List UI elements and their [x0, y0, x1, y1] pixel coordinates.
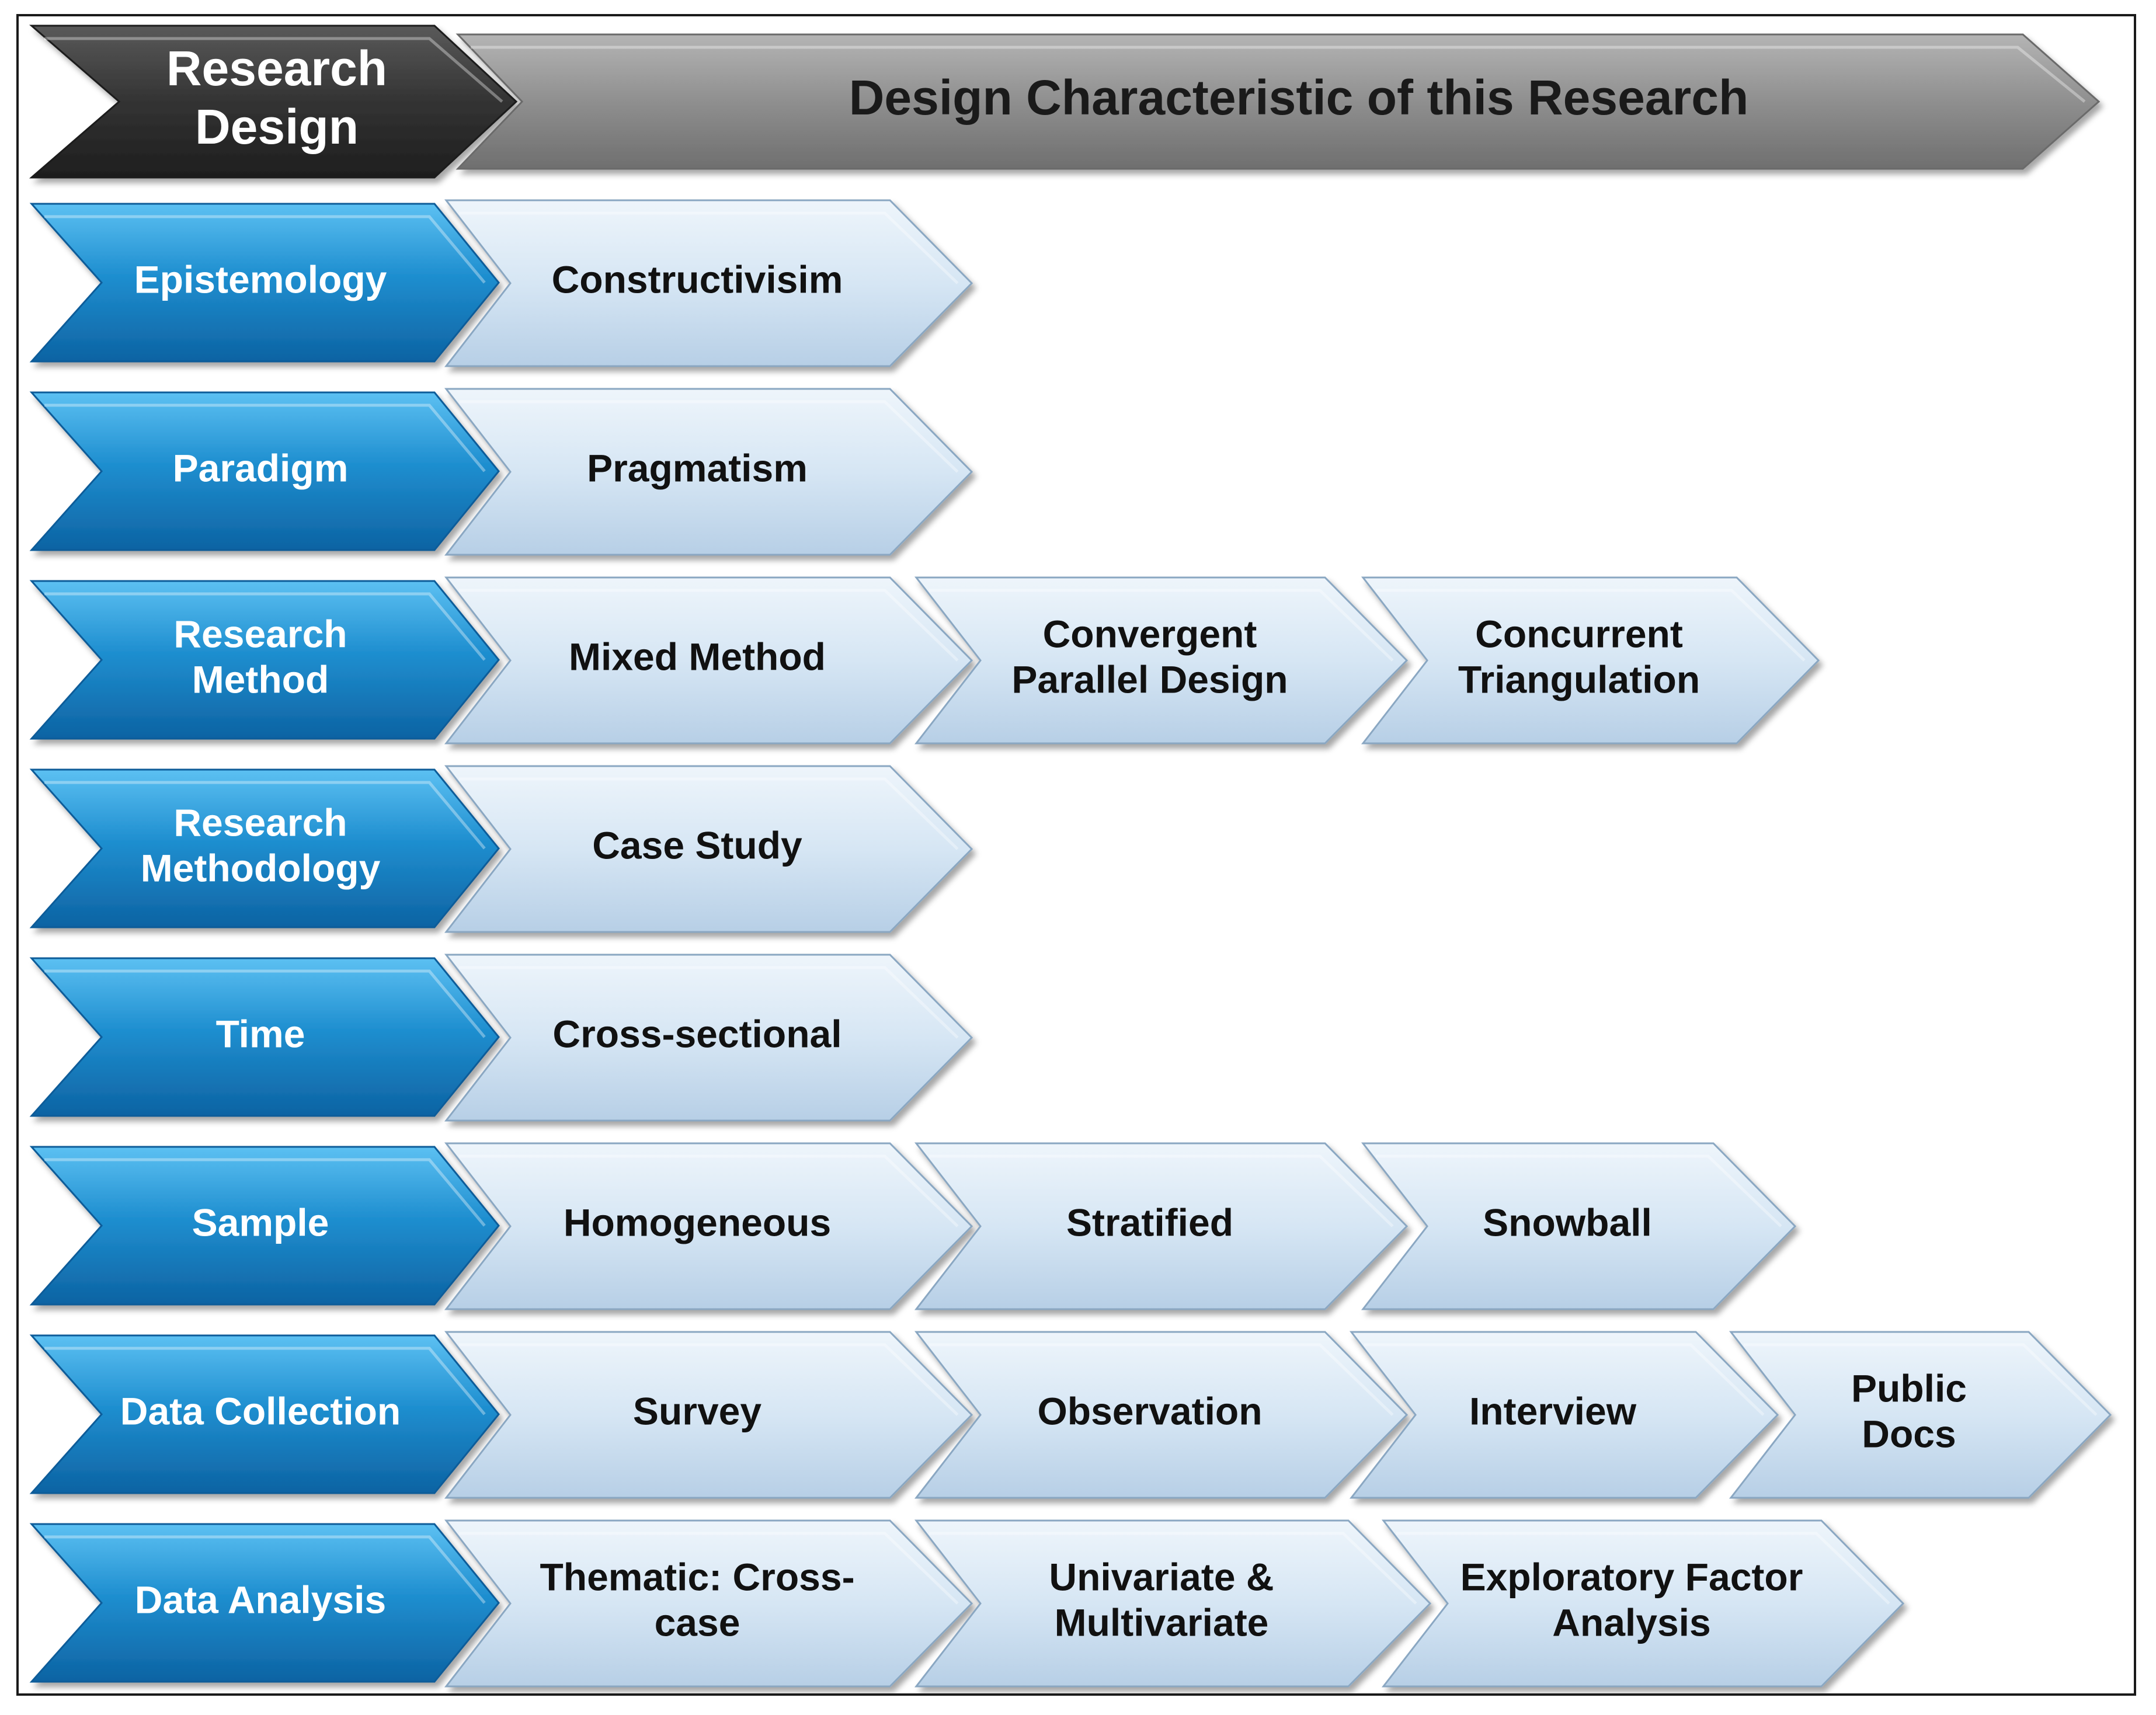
category-arrow-0: [29, 203, 500, 363]
value-arrow-7-2: [1381, 1519, 1905, 1688]
value-label-6-3-line: Public: [1851, 1366, 1967, 1410]
value-label-3-0-line: Case Study: [592, 823, 802, 867]
value-label-6-3-line: Docs: [1862, 1412, 1956, 1455]
value-label-7-1-line: Univariate &: [1049, 1555, 1274, 1598]
category-label-2-line: Method: [192, 658, 329, 701]
value-label-3-0: Case Study: [592, 823, 802, 867]
value-arrow-7-1: [914, 1519, 1432, 1688]
value-arrow-6-0: [444, 1331, 973, 1499]
value-arrow-5-2: [1361, 1142, 1797, 1310]
category-label-5-line: Sample: [192, 1201, 329, 1244]
value-label-5-2: Snowball: [1483, 1201, 1652, 1244]
value-label-5-0: Homogeneous: [564, 1201, 831, 1244]
value-label-2-0-line: Mixed Method: [569, 635, 826, 678]
value-label-7-2-line: Exploratory Factor: [1460, 1555, 1803, 1598]
value-label-4-0-line: Cross-sectional: [552, 1012, 841, 1055]
category-label-2-line: Research: [173, 612, 347, 655]
header-corner-label-line: Design: [195, 99, 359, 154]
value-arrow-6-3: [1729, 1331, 2112, 1499]
value-label-5-1: Stratified: [1066, 1201, 1233, 1244]
value-label-6-1-line: Observation: [1037, 1389, 1262, 1432]
value-arrow-7-0: [444, 1519, 973, 1688]
value-arrow-4-0: [444, 954, 973, 1122]
value-arrow-6-2: [1349, 1331, 1779, 1499]
value-label-7-1: Univariate &Multivariate: [1049, 1555, 1274, 1644]
value-label-6-0: Survey: [633, 1389, 761, 1432]
value-label-2-2-line: Triangulation: [1458, 658, 1700, 701]
category-label-7-line: Data Analysis: [135, 1578, 386, 1621]
value-label-0-0-line: Constructivisim: [552, 258, 843, 301]
value-label-4-0: Cross-sectional: [552, 1012, 841, 1055]
value-arrow-2-1: [914, 576, 1409, 745]
header-title-arrow: [455, 33, 2101, 170]
value-label-6-0-line: Survey: [633, 1389, 761, 1432]
header-title: Design Characteristic of this Research: [849, 70, 1749, 125]
value-label-2-1-line: Parallel Design: [1011, 658, 1288, 701]
value-label-5-0-line: Homogeneous: [564, 1201, 831, 1244]
value-label-7-0: Thematic: Cross-case: [540, 1555, 854, 1644]
category-arrow-1: [29, 391, 500, 551]
category-label-6-line: Data Collection: [120, 1389, 401, 1432]
category-label-0: Epistemology: [134, 258, 387, 301]
category-label-1: Paradigm: [173, 446, 349, 489]
value-label-7-0-line: Thematic: Cross-: [540, 1555, 854, 1598]
header-corner-arrow: [29, 25, 518, 179]
value-arrow-0-0: [444, 199, 973, 367]
value-arrow-2-2: [1361, 576, 1820, 745]
value-label-1-0: Pragmatism: [587, 446, 808, 489]
category-label-6: Data Collection: [120, 1389, 401, 1432]
value-label-6-2: Interview: [1469, 1389, 1637, 1432]
category-arrow-2: [29, 580, 500, 740]
value-label-7-1-line: Multivariate: [1055, 1601, 1269, 1644]
value-arrow-2-0: [444, 576, 973, 745]
value-arrow-3-0: [444, 765, 973, 933]
value-label-7-0-line: case: [655, 1601, 740, 1644]
category-label-4-line: Time: [216, 1012, 305, 1055]
value-label-1-0-line: Pragmatism: [587, 446, 808, 489]
category-arrow-4: [29, 957, 500, 1117]
header-corner-label-line: Research: [166, 41, 387, 96]
value-arrow-5-0: [444, 1142, 973, 1310]
category-label-7: Data Analysis: [135, 1578, 386, 1621]
category-label-1-line: Paradigm: [173, 446, 349, 489]
category-label-3-line: Methodology: [141, 846, 381, 889]
value-label-2-1-line: Convergent: [1043, 612, 1257, 655]
value-label-2-2-line: Concurrent: [1475, 612, 1683, 655]
category-arrow-7: [29, 1523, 500, 1683]
category-arrow-3: [29, 768, 500, 928]
value-arrow-1-0: [444, 388, 973, 556]
category-label-0-line: Epistemology: [134, 258, 387, 301]
value-label-5-1-line: Stratified: [1066, 1201, 1233, 1244]
category-label-3-line: Research: [173, 801, 347, 844]
category-arrow-5: [29, 1146, 500, 1306]
value-arrow-6-1: [914, 1331, 1409, 1499]
value-label-5-2-line: Snowball: [1483, 1201, 1652, 1244]
value-label-2-0: Mixed Method: [569, 635, 826, 678]
value-label-6-1: Observation: [1037, 1389, 1262, 1432]
value-label-7-2-line: Analysis: [1552, 1601, 1710, 1644]
category-arrow-6: [29, 1334, 500, 1494]
category-label-5: Sample: [192, 1201, 329, 1244]
value-arrow-5-1: [914, 1142, 1409, 1310]
category-label-4: Time: [216, 1012, 305, 1055]
value-label-6-2-line: Interview: [1469, 1389, 1637, 1432]
value-label-0-0: Constructivisim: [552, 258, 843, 301]
